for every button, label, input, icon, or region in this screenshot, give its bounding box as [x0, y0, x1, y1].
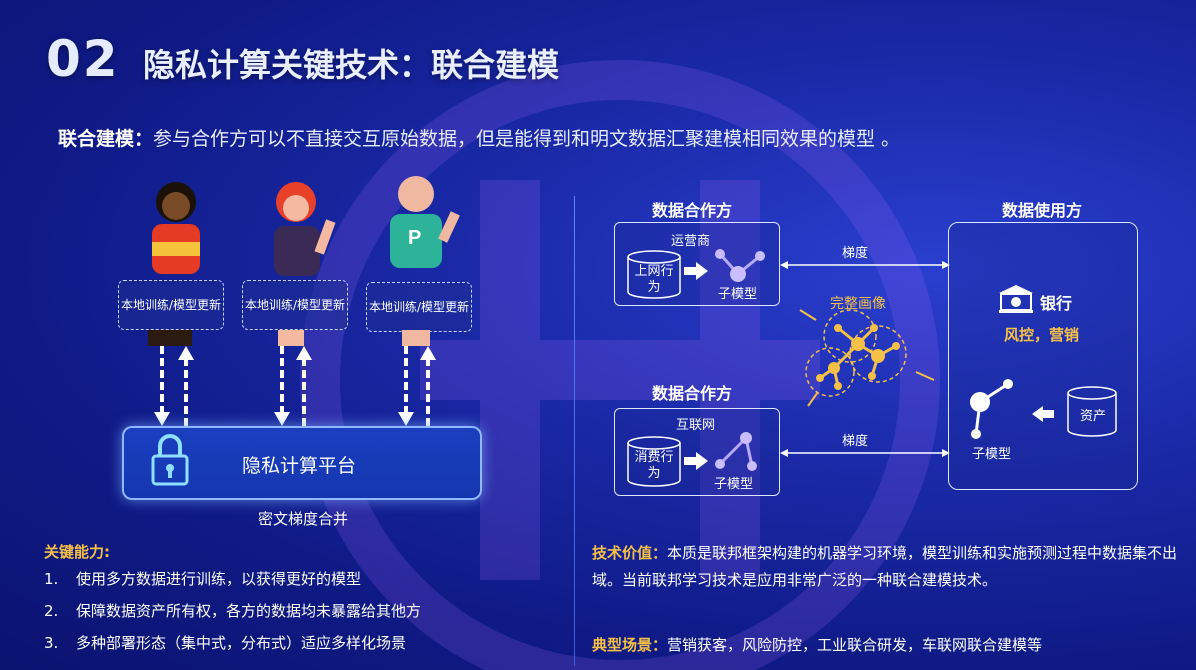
sub-model-icon-1: [715, 249, 765, 282]
typical-scenarios-text: 典型场景：营销获客，风险防控，工业联合研发，车联网联合建模等: [592, 634, 1042, 655]
vertical-divider: [574, 196, 575, 666]
technical-value-body: 本质是联邦框架构建的机器学习环境，模型训练和实施预测过程中数据集不出域。当前联邦…: [592, 544, 1178, 589]
gradient-arrow-1: [780, 261, 950, 269]
ciphertext-gradient-merge-label: 密文梯度合并: [258, 510, 349, 528]
gradient-label-2: 梯度: [842, 434, 869, 449]
intro-text: 联合建模：参与合作方可以不直接交互原始数据，但是能得到和明文数据汇聚建模相同效果…: [58, 124, 900, 151]
sub-model-label-2: 子模型: [714, 477, 754, 492]
data-partner-title-2: 数据合作方: [652, 384, 733, 403]
data-label-1: 上网行为: [634, 264, 674, 295]
local-training-box-2: 本地训练/模型更新: [242, 280, 348, 330]
org-label-2: 互联网: [676, 418, 716, 433]
sub-model-icon-3: [970, 379, 1013, 439]
full-portrait-graph: [799, 309, 935, 407]
typical-scenarios-label: 典型场景：: [592, 636, 668, 654]
key-abilities-title: 关键能力:: [44, 543, 110, 561]
local-training-box-3: 本地训练/模型更新: [366, 282, 472, 332]
database-icon-1: [627, 250, 681, 299]
arrow-right-icon: [684, 452, 708, 470]
privacy-computing-platform: [122, 426, 482, 500]
data-partner-title-1: 数据合作方: [652, 201, 733, 220]
sub-model-icon-2: [715, 432, 757, 471]
key-abilities-list: 1.使用多方数据进行训练，以获得更好的模型 2.保障数据资产所有权，各方的数据均…: [44, 568, 421, 664]
page-title: 隐私计算关键技术：联合建模: [143, 46, 560, 84]
lock-icon: [151, 434, 189, 486]
intro-label: 联合建模：: [58, 128, 154, 150]
section-number: 02: [46, 30, 120, 88]
person-3-icon: P: [390, 176, 460, 268]
list-item: 2.保障数据资产所有权，各方的数据均未暴露给其他方: [44, 602, 422, 620]
people-legs: [148, 330, 430, 346]
technical-value-text: 技术价值：本质是联邦框架构建的机器学习环境，模型训练和实施预测过程中数据集不出域…: [592, 540, 1182, 594]
sub-model-label-3: 子模型: [972, 447, 1012, 462]
list-item: 3.多种部署形态（集中式，分布式）适应多样化场景: [44, 634, 407, 652]
database-icon-2: [627, 436, 681, 487]
bank-label: 银行: [1040, 294, 1073, 313]
org-label-1: 运营商: [671, 234, 711, 249]
risk-marketing-label: 风控，营销: [1004, 326, 1080, 344]
local-training-box-1: 本地训练/模型更新: [118, 280, 224, 330]
bank-icon: [999, 285, 1033, 313]
background-seal-motif: [300, 60, 940, 670]
asset-database-icon: [1067, 386, 1117, 437]
asset-label: 资产: [1080, 409, 1107, 424]
technical-value-label: 技术价值：: [592, 544, 668, 562]
arrow-left-icon: [1032, 406, 1054, 422]
gradient-arrow-2: [780, 449, 950, 457]
intro-body: 参与合作方可以不直接交互原始数据，但是能得到和明文数据汇聚建模相同效果的模型 。: [153, 128, 901, 150]
full-portrait-label: 完整画像: [830, 296, 886, 312]
platform-label: 隐私计算平台: [242, 455, 357, 477]
data-partner-box-2: [614, 408, 780, 496]
person-1-icon: [152, 182, 200, 274]
gradient-label-1: 梯度: [842, 246, 869, 261]
person-2-icon: [274, 182, 336, 276]
arrow-right-icon: [684, 262, 708, 280]
data-user-box: [948, 222, 1138, 490]
upload-download-arrows: [154, 346, 436, 426]
data-user-title: 数据使用方: [1002, 201, 1083, 220]
svg-text:P: P: [408, 227, 421, 249]
data-label-2: 消费行为: [634, 450, 674, 481]
typical-scenarios-body: 营销获客，风险防控，工业联合研发，车联网联合建模等: [667, 636, 1043, 654]
sub-model-label-1: 子模型: [718, 287, 758, 302]
list-item: 1.使用多方数据进行训练，以获得更好的模型: [44, 570, 362, 588]
